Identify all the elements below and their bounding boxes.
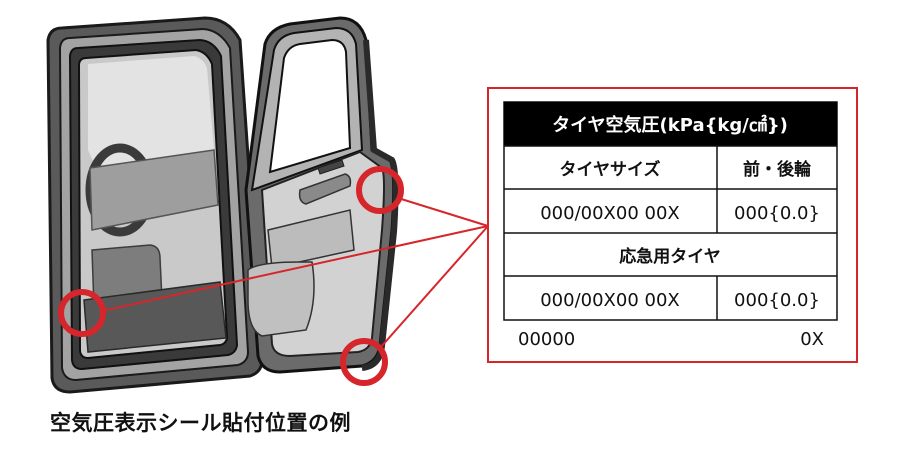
label-header-bg bbox=[504, 102, 837, 146]
pointer-line-lower bbox=[379, 225, 489, 349]
label-footer-right: 0X bbox=[800, 329, 824, 350]
marker-circle-door-edge bbox=[356, 166, 404, 214]
pointer-line-upper bbox=[397, 197, 489, 227]
column-header-axle: 前・後輪 bbox=[743, 159, 812, 180]
marker-circle-door-bottom bbox=[340, 338, 388, 386]
row1-tire-size: 000/00X00 00X bbox=[540, 203, 680, 224]
open-door bbox=[244, 16, 399, 374]
spare-tire-heading: 応急用タイヤ bbox=[619, 246, 721, 267]
location-indicators bbox=[58, 166, 489, 386]
figure-caption: 空気圧表示シール貼付位置の例 bbox=[50, 411, 351, 435]
car-body-opening bbox=[46, 16, 264, 394]
label-footer-left: 00000 bbox=[518, 329, 575, 350]
label-header: タイヤ空気圧(kPa{kg/㎠}) bbox=[552, 114, 788, 136]
tire-pressure-label-callout: タイヤ空気圧(kPa{kg/㎠}) タイヤサイズ 前・後輪 000/00X00 … bbox=[487, 87, 858, 363]
pointer-line-middle bbox=[101, 225, 489, 312]
row2-tire-size: 000/00X00 00X bbox=[540, 290, 680, 311]
column-header-tire-size: タイヤサイズ bbox=[560, 159, 661, 180]
marker-circle-body-sill bbox=[58, 289, 106, 337]
row2-pressure: 000{0.0} bbox=[734, 290, 820, 311]
row1-pressure: 000{0.0} bbox=[734, 203, 820, 224]
